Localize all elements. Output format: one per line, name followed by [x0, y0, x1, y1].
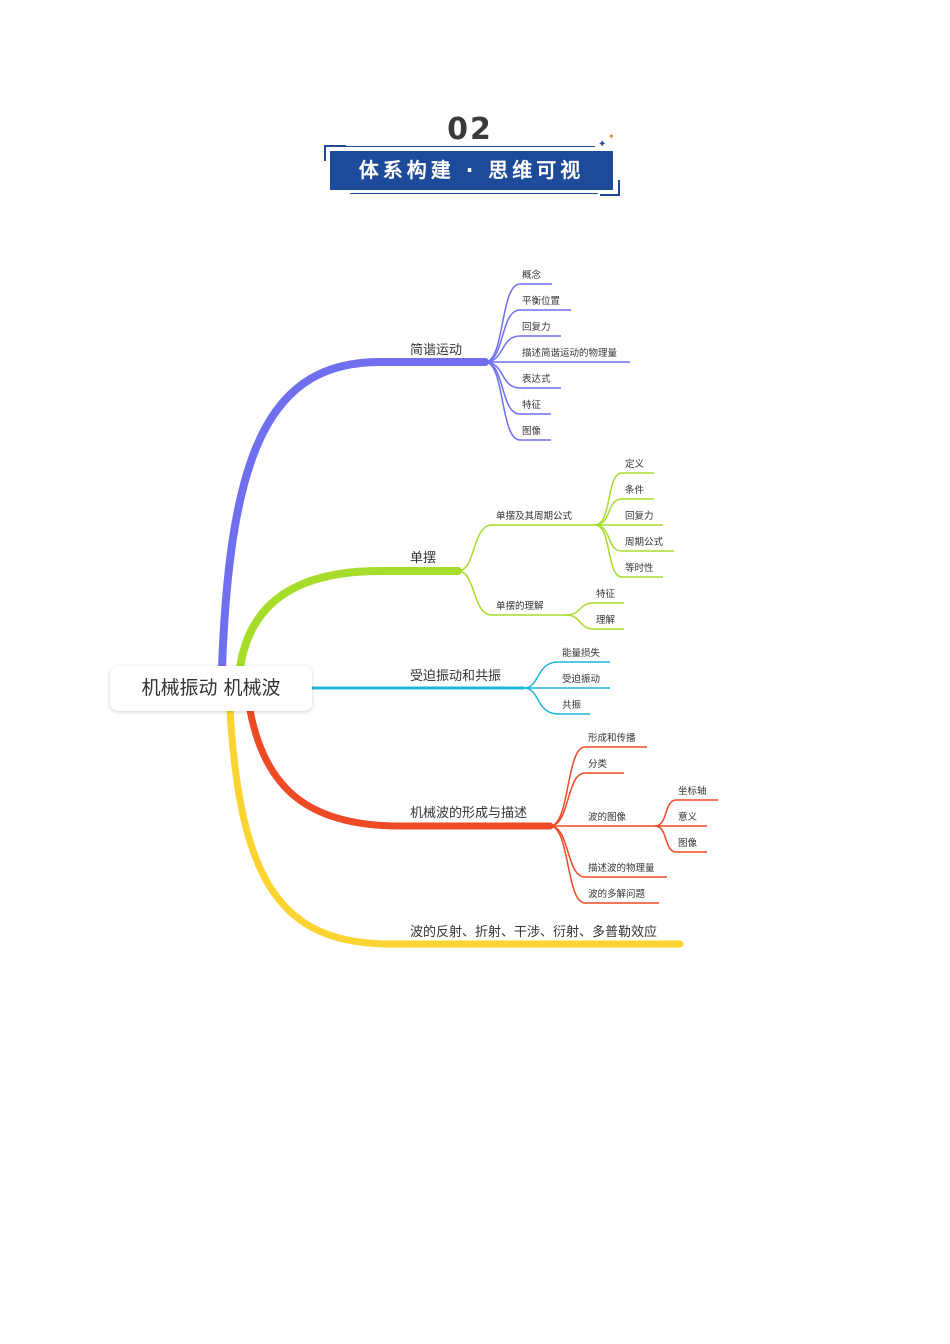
node-label: 等时性 — [625, 562, 654, 574]
mindmap-root-node: 机械振动 机械波 — [110, 666, 312, 711]
node-label: 图像 — [522, 425, 542, 437]
branch-label: 简谐运动 — [410, 342, 462, 358]
node-label: 受迫振动 — [562, 673, 600, 685]
branch2-connectors — [457, 472, 674, 630]
node-label: 共振 — [562, 699, 582, 711]
branch3-connectors — [523, 661, 610, 715]
node-label: 条件 — [625, 484, 645, 496]
node-label: 周期公式 — [625, 536, 664, 548]
node-label: 形成和传播 — [588, 732, 636, 744]
banner-line-top — [345, 146, 595, 147]
node-label: 定义 — [625, 458, 645, 470]
node-label: 回复力 — [522, 321, 551, 333]
sparkle-small-icon: ✦ — [608, 132, 615, 141]
node-label: 特征 — [522, 399, 542, 411]
node-label: 平衡位置 — [522, 295, 560, 307]
banner-frame-left — [324, 145, 346, 161]
branch4-trunk — [246, 706, 554, 830]
banner-frame-right — [600, 180, 620, 196]
node-label: 波的图像 — [588, 811, 627, 823]
branch-label: 单摆 — [410, 551, 436, 566]
node-label: 分类 — [588, 758, 608, 770]
node-label: 特征 — [596, 588, 616, 600]
node-label: 描述波的物理量 — [588, 862, 655, 874]
node-label: 能量损失 — [562, 647, 601, 659]
branch1-connectors — [484, 283, 630, 441]
node-label: 单摆的理解 — [496, 600, 544, 612]
branch-label: 受迫振动和共振 — [410, 669, 501, 684]
section-banner: 体系构建 · 思维可视 — [330, 151, 613, 190]
node-label: 图像 — [678, 837, 698, 849]
branch1-trunk — [218, 358, 489, 672]
node-label: 理解 — [596, 614, 616, 626]
branch2-trunk — [236, 567, 462, 672]
branch4-connectors — [549, 746, 718, 904]
node-label: 意义 — [678, 811, 698, 823]
section-number: 02 — [447, 112, 493, 147]
node-label: 表达式 — [522, 373, 551, 385]
branch5-trunk — [226, 706, 684, 948]
node-label: 单摆及其周期公式 — [496, 510, 573, 522]
sparkle-icon: ✦ — [598, 139, 607, 150]
banner-line-bottom — [350, 193, 598, 194]
node-label: 描述简谐运动的物理量 — [522, 347, 618, 359]
branch-label: 波的反射、折射、干涉、衍射、多普勒效应 — [410, 924, 657, 940]
node-label: 回复力 — [625, 510, 654, 522]
node-label: 波的多解问题 — [588, 888, 646, 900]
node-label: 坐标轴 — [678, 785, 707, 797]
branch-label: 机械波的形成与描述 — [410, 805, 527, 821]
node-label: 概念 — [522, 269, 542, 281]
